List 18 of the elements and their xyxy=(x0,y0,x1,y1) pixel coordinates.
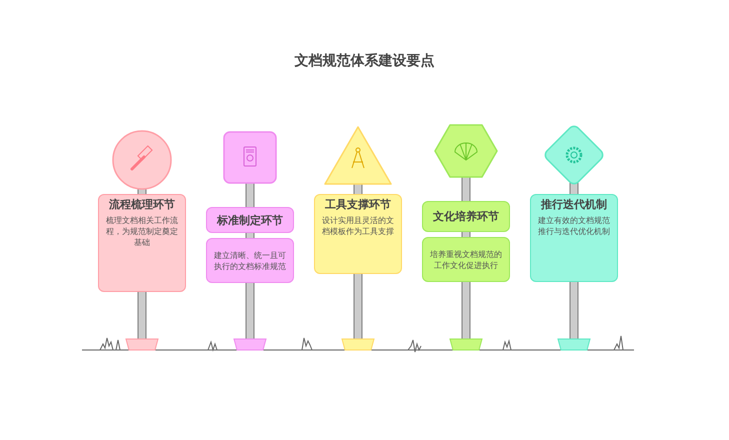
step-heading: 工具支撑环节 xyxy=(325,198,391,211)
step-heading: 标准制定环节 xyxy=(217,214,283,226)
step-heading: 推行迭代机制 xyxy=(541,198,607,211)
step-description: 设计实用且灵活的文档模板作为工具支撑 xyxy=(321,215,395,237)
step-heading: 文化培养环节 xyxy=(433,210,499,223)
sign-panel xyxy=(314,194,402,274)
sign-panel xyxy=(98,194,186,292)
step-description: 建立有效的文档规范推行与迭代优化机制 xyxy=(537,215,611,237)
diagram-title: 文档规范体系建设要点 xyxy=(294,52,436,70)
sign-panel xyxy=(422,237,510,282)
sign-panel xyxy=(530,194,618,282)
sign-panel xyxy=(206,238,294,283)
step-description: 建立清晰、统一且可执行的文档标准规范 xyxy=(213,250,287,272)
step-heading: 流程梳理环节 xyxy=(109,198,175,211)
sign-panel xyxy=(206,207,294,233)
step-description: 培养重视文档规范的工作文化促进执行 xyxy=(429,248,503,270)
sign-panel xyxy=(422,201,510,232)
step-description: 梳理文档相关工作流程，为规范制定奠定基础 xyxy=(105,215,179,248)
